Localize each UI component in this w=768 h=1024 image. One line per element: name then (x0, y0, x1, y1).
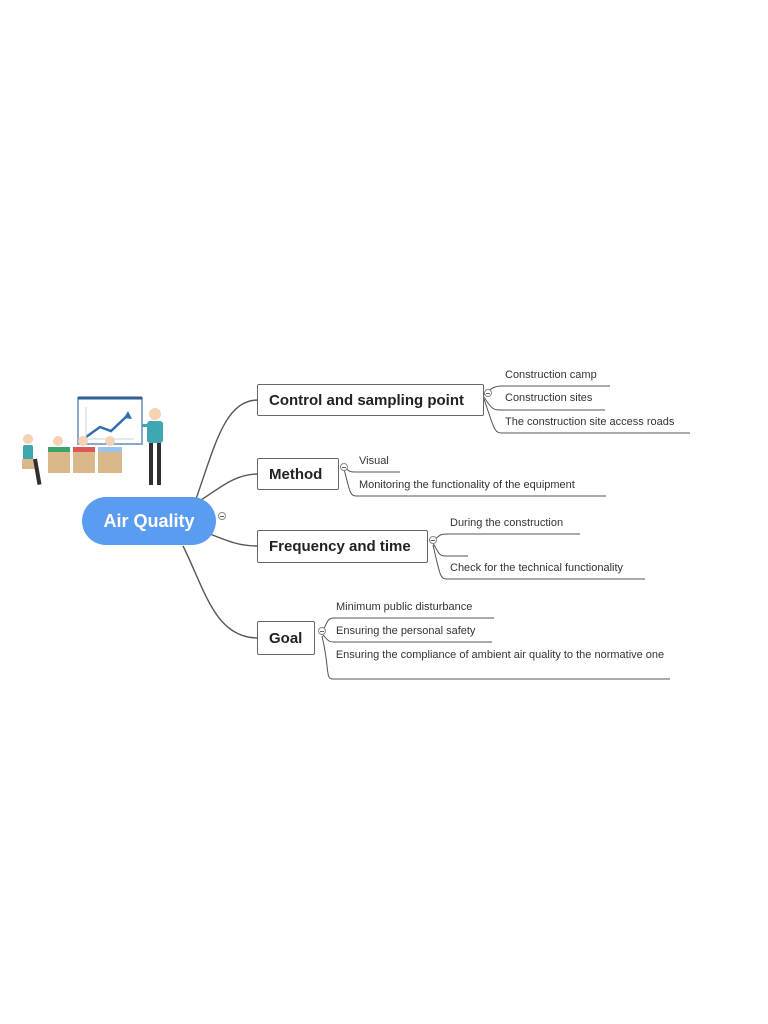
branch-control-and-sampling-point[interactable]: Control and sampling point (257, 384, 484, 416)
connector-root-branch-1 (195, 399, 259, 500)
root-collapse-icon[interactable] (218, 512, 226, 520)
leaf-construction-site-access-roads[interactable]: The construction site access roads (505, 416, 675, 428)
branch-3-collapse-icon[interactable] (429, 536, 437, 544)
leaf-construction-camp[interactable]: Construction camp (505, 369, 597, 381)
leaf-monitoring-functionality[interactable]: Monitoring the functionality of the equi… (359, 479, 575, 491)
connector-leaf-2-1 (343, 466, 400, 473)
branch-goal[interactable]: Goal (257, 621, 315, 655)
leaf-during-construction[interactable]: During the construction (450, 517, 564, 529)
connector-leaf-4-3 (321, 635, 670, 680)
branch-method[interactable]: Method (257, 458, 339, 490)
connector-leaf-3-2 (432, 542, 468, 557)
branch-4-collapse-icon[interactable] (318, 627, 326, 635)
connector-leaf-3-1 (432, 533, 580, 542)
leaf-check-technical-functionality[interactable]: Check for the technical functionality (450, 562, 624, 574)
branch-1-collapse-icon[interactable] (484, 389, 492, 397)
connector-leaf-4-2 (321, 633, 492, 643)
branch-2-collapse-icon[interactable] (340, 463, 348, 471)
connector-leaf-1-2 (483, 396, 605, 411)
connector-root-branch-2 (200, 473, 259, 501)
connector-leaf-1-3 (483, 398, 690, 434)
connector-root-branch-3 (209, 533, 259, 547)
branch-frequency-and-time[interactable]: Frequency and time (257, 530, 428, 563)
leaf-visual[interactable]: Visual (359, 455, 389, 467)
connector-leaf-3-3 (432, 544, 645, 580)
presentation-illustration-icon (22, 396, 163, 485)
connector-root-branch-4 (182, 545, 259, 639)
connector-leaf-2-2 (343, 468, 606, 497)
leaf-ensuring-compliance[interactable]: Ensuring the compliance of ambient air q… (335, 649, 665, 661)
leaf-construction-sites[interactable]: Construction sites (505, 392, 593, 404)
root-node[interactable]: Air Quality (82, 497, 216, 545)
leaf-minimum-public-disturbance[interactable]: Minimum public disturbance (336, 601, 473, 613)
leaf-ensuring-personal-safety[interactable]: Ensuring the personal safety (336, 625, 476, 637)
